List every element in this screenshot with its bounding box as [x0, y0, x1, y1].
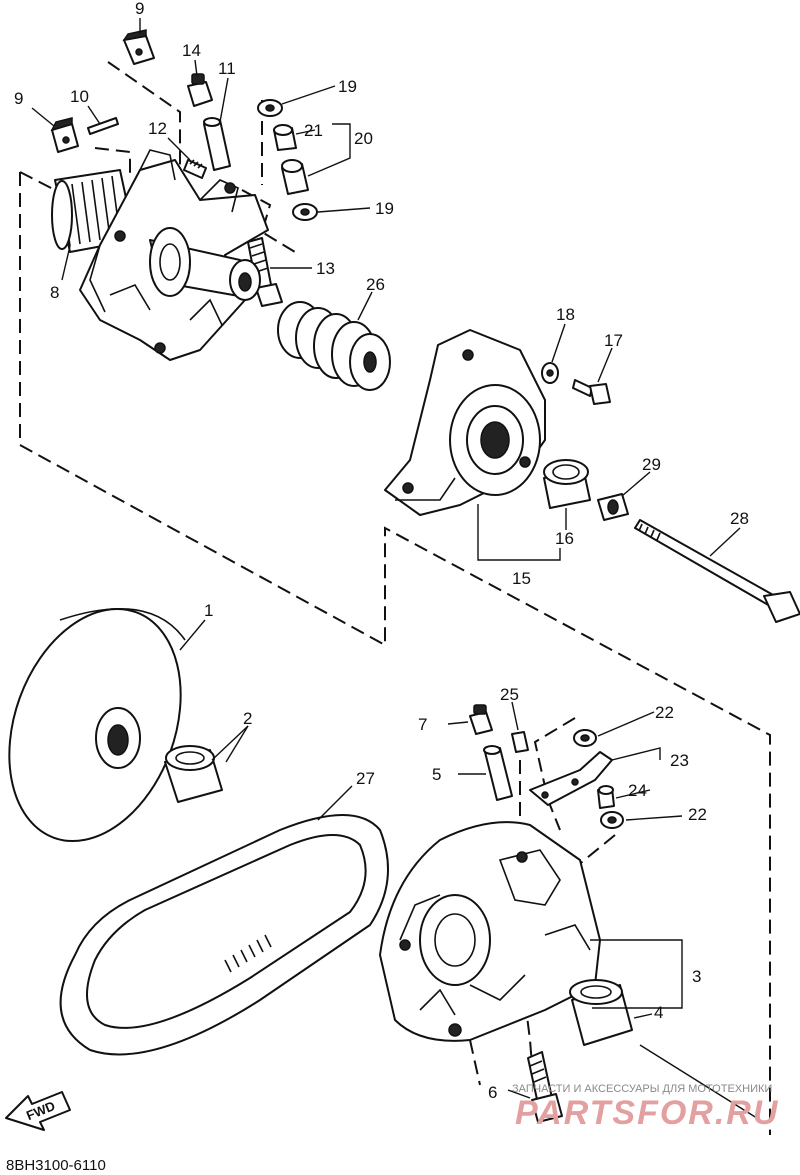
callout-24: 24: [628, 781, 647, 800]
callout-19-upper: 19: [338, 77, 357, 96]
callout-10: 10: [70, 87, 89, 106]
callout-21: 21: [304, 121, 323, 140]
callout-16: 16: [555, 529, 574, 548]
part-26-spring: [277, 301, 391, 391]
part-7-nut: [469, 704, 493, 735]
part-8-spider-assembly: [51, 149, 269, 361]
callout-15: 15: [512, 569, 531, 588]
callout-22-lower: 22: [688, 805, 707, 824]
callout-11: 11: [218, 59, 236, 78]
callout-5: 5: [432, 765, 441, 784]
callout-6: 6: [488, 1083, 497, 1102]
drawing-code: 8BH3100-6110: [6, 1157, 106, 1174]
part-28-long-bolt: [634, 519, 800, 623]
leader-lines: [31, 18, 761, 1121]
part-15-cap-assembly: [384, 329, 546, 516]
callout-12: 12: [148, 119, 167, 138]
part-22-washer-upper: [573, 729, 597, 747]
part-11-sleeve: [203, 117, 231, 171]
part-1-sheave: [8, 607, 186, 843]
fwd-arrow-icon: FWD: [5, 1091, 71, 1131]
part-27-drive-belt: [59, 814, 389, 1056]
part-22-washer-lower: [600, 811, 624, 829]
callout-23: 23: [670, 751, 689, 770]
callout-17: 17: [604, 331, 623, 350]
part-21-bushing: [273, 124, 297, 151]
part-16-bushing: [543, 459, 591, 509]
callout-13: 13: [316, 259, 335, 278]
callout-1: 1: [204, 601, 213, 620]
part-24-bushing: [597, 785, 615, 809]
part-3-movable-sheave: [379, 821, 601, 1042]
callout-9-left: 9: [14, 89, 23, 108]
part-10-pin: [87, 117, 119, 135]
part-19-washer-upper: [257, 99, 283, 117]
part-13-bolt: [247, 237, 283, 307]
part-19-washer-lower: [292, 203, 318, 221]
part-14-cap-nut: [187, 73, 213, 107]
callout-19-lower: 19: [375, 199, 394, 218]
callout-labels: 9 9 10 14 11 12 19 21 20 19 8 13 26 18 1…: [14, 0, 749, 1102]
part-2-bushing: [164, 745, 223, 803]
callout-25: 25: [500, 685, 519, 704]
callout-8: 8: [50, 283, 59, 302]
watermark-tagline: ЗАПЧАСТИ И АКСЕССУАРЫ ДЛЯ МОТОТЕХНИКИ: [512, 1083, 772, 1095]
callout-22-upper: 22: [655, 703, 674, 722]
callout-29: 29: [642, 455, 661, 474]
callout-3: 3: [692, 967, 701, 986]
callout-9-upper: 9: [135, 0, 144, 18]
callout-28: 28: [730, 509, 749, 528]
watermark-logo: PARTSFOR.RU: [515, 1094, 779, 1132]
callout-7: 7: [418, 715, 427, 734]
part-9-clip-left: [50, 117, 79, 153]
part-9-clip-upper: [122, 29, 155, 65]
part-20-roller: [281, 159, 309, 195]
part-29-washer: [597, 493, 629, 521]
callout-27: 27: [356, 769, 375, 788]
part-5-sleeve: [483, 745, 513, 801]
part-4-bushing: [569, 979, 633, 1046]
callout-14: 14: [182, 41, 201, 60]
part-18-washer: [541, 362, 559, 384]
part-6-bolt: [527, 1051, 563, 1123]
site-watermark: ЗАПЧАСТИ И АКСЕССУАРЫ ДЛЯ МОТОТЕХНИКИ PA…: [512, 1083, 779, 1132]
callout-2: 2: [243, 709, 252, 728]
part-17-bolt: [572, 379, 611, 405]
callout-4: 4: [654, 1003, 663, 1022]
callout-20: 20: [354, 129, 373, 148]
part-25-pin: [511, 731, 529, 753]
callout-26: 26: [366, 275, 385, 294]
part-12-bolt: [183, 159, 207, 179]
callout-18: 18: [556, 305, 575, 324]
